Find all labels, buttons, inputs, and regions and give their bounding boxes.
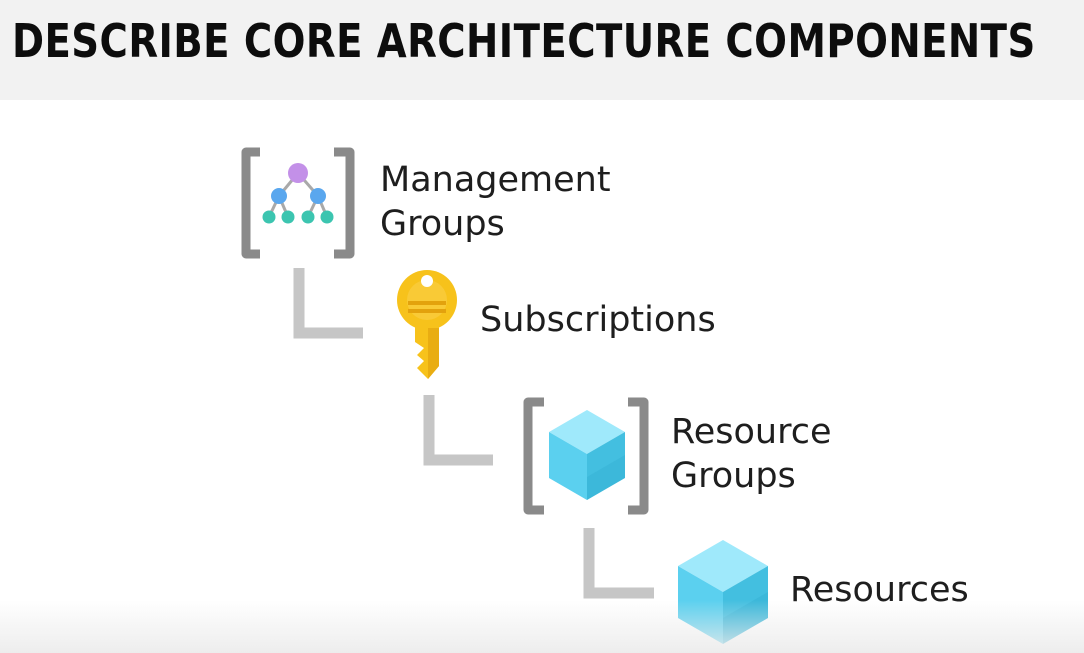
mg-leaf-node bbox=[320, 210, 334, 224]
label-line: Groups bbox=[380, 204, 505, 244]
label-line: Resource bbox=[671, 412, 832, 452]
label-line: Management bbox=[380, 160, 611, 200]
label-line: Subscriptions bbox=[480, 300, 716, 340]
connector-resource-groups-to-resources bbox=[583, 528, 654, 599]
mg-root-node bbox=[288, 163, 308, 183]
mg-leaf-node bbox=[281, 210, 295, 224]
bottom-shadow bbox=[0, 600, 1084, 653]
mg-leaf-node bbox=[262, 210, 276, 224]
subscriptions-label: Subscriptions bbox=[480, 298, 716, 342]
mg-mid-node bbox=[271, 188, 287, 204]
resource-groups-label: Resource Groups bbox=[671, 410, 832, 498]
management-group-icon bbox=[241, 147, 355, 259]
label-line: Groups bbox=[671, 456, 796, 496]
cube-icon bbox=[549, 410, 625, 500]
mg-leaf-node bbox=[301, 210, 315, 224]
connector-subscriptions-to-resource-groups bbox=[423, 395, 493, 466]
resource-group-icon bbox=[523, 397, 649, 515]
page-title: DESCRIBE CORE ARCHITECTURE COMPONENTS bbox=[12, 14, 1036, 68]
right-bracket bbox=[334, 147, 355, 259]
management-groups-label: Management Groups bbox=[380, 158, 611, 246]
mg-mid-node bbox=[310, 188, 326, 204]
connector-mg-to-subscriptions bbox=[293, 268, 363, 339]
key-icon bbox=[397, 270, 457, 379]
left-bracket bbox=[523, 397, 544, 515]
left-bracket bbox=[241, 147, 260, 259]
right-bracket bbox=[628, 397, 649, 515]
title-bar: DESCRIBE CORE ARCHITECTURE COMPONENTS bbox=[0, 0, 1084, 100]
